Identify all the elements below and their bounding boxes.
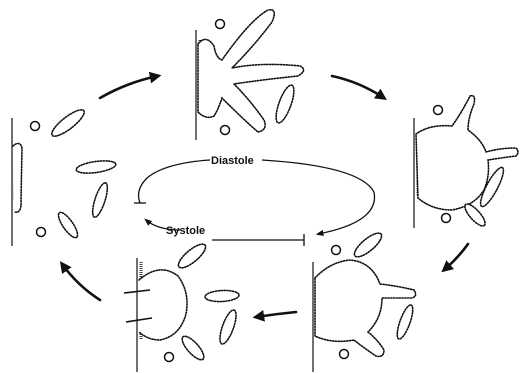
stage-right (414, 96, 518, 229)
cycle-arrow-right-to-bottom-right (444, 244, 468, 270)
vesicle (273, 83, 298, 125)
cycle-arrow-bottom-left-to-left (62, 264, 100, 300)
cell-body (315, 260, 416, 356)
granule (31, 122, 40, 131)
granule (442, 214, 451, 223)
granule (216, 20, 225, 29)
diastole-return-arc (262, 160, 375, 234)
granule (434, 106, 443, 115)
diastole-inhibition-arc (139, 160, 210, 203)
vesicle (394, 303, 416, 340)
granule (165, 353, 174, 362)
vesicle (351, 229, 385, 260)
vesicle (55, 210, 80, 240)
vesicle (49, 106, 88, 140)
stage-bottom-left (124, 240, 239, 372)
cycle-arrow-top-to-right (332, 76, 384, 98)
vesicle (175, 240, 209, 271)
vesicle (90, 181, 111, 218)
vesicle (75, 159, 116, 175)
cell-body (416, 96, 518, 210)
cell-body (139, 270, 187, 340)
granule (332, 246, 341, 255)
vesicle (179, 333, 207, 363)
stage-bottom-right (313, 229, 416, 372)
granule (340, 350, 349, 359)
granule (221, 126, 230, 135)
vesicle (205, 290, 240, 303)
diastole-label: Diastole (211, 155, 254, 167)
cycle-arrow-bottom-right-to-bottom-left (256, 312, 296, 317)
cell-body (13, 143, 22, 212)
stage-left (12, 106, 117, 246)
stage-top (196, 10, 304, 140)
vesicle (217, 308, 240, 346)
cycle-arrow-left-to-top (100, 76, 158, 98)
systole-label: Systole (166, 225, 205, 237)
granule (37, 228, 46, 237)
